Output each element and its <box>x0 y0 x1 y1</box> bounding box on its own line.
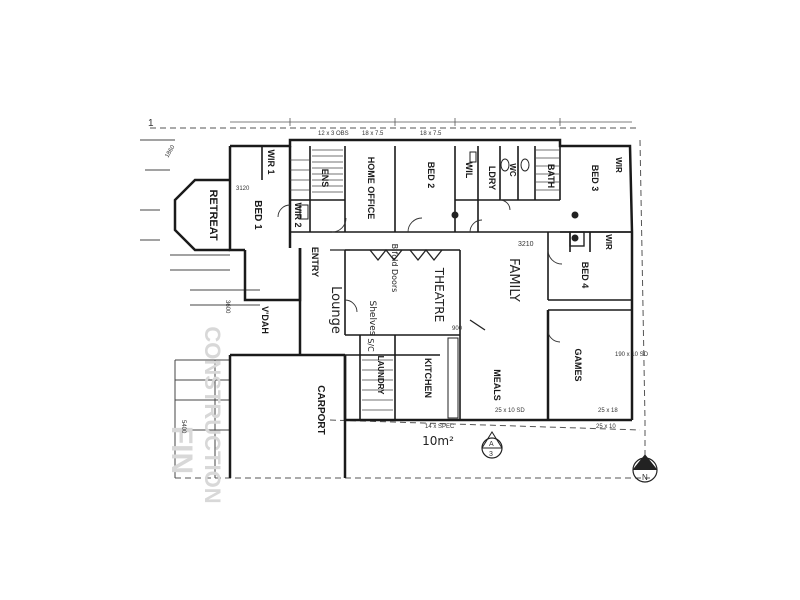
dim-12: 5400 <box>180 420 186 434</box>
label-vdah: V'DAH <box>260 306 270 334</box>
page-number: 1 <box>148 118 154 129</box>
dim-4: 18 x 7.5 <box>420 131 442 137</box>
label-kitchen: KITCHEN <box>423 358 433 398</box>
bench-lines <box>362 359 393 411</box>
dim-10: 3120 <box>236 186 250 192</box>
note-bifold-doors: Bifold Doors <box>390 244 399 293</box>
label-games: GAMES <box>573 348 583 381</box>
dim-1: 3210 <box>518 241 534 248</box>
north-label: N <box>642 473 648 482</box>
label-bed3: BED 3 <box>590 165 600 192</box>
label-wil: WIL <box>464 162 474 179</box>
label-wir-bed3: WIR <box>614 157 623 173</box>
note-area: 10m² <box>422 434 454 448</box>
label-home-office: HOME OFFICE <box>366 157 376 220</box>
label-lounge: Lounge <box>328 286 343 334</box>
section-letter: A <box>489 441 494 448</box>
label-bed4: BED 4 <box>580 262 590 289</box>
label-retreat: RETREAT <box>207 189 219 240</box>
north-arrow-icon: N <box>632 454 658 483</box>
label-wir1: WIR 1 <box>266 149 276 174</box>
label-wc: WC <box>508 163 517 177</box>
label-entry: ENTRY <box>310 247 320 277</box>
note-sc: S/C <box>366 338 375 352</box>
dim-11: 900 <box>452 326 463 332</box>
dim-8: 25 x 10 <box>596 424 616 430</box>
label-ldry: LDRY <box>487 166 497 190</box>
label-meals: MEALS <box>492 369 502 401</box>
dim-6: 25 x 18 <box>598 408 618 414</box>
label-bed1: BED 1 <box>252 200 263 230</box>
door-swings <box>277 199 563 343</box>
note-shelves: Shelves <box>367 300 377 335</box>
label-family: FAMILY <box>506 258 521 302</box>
dim-13: 3600 <box>224 300 230 314</box>
bathroom-tile-hatch <box>536 149 559 191</box>
handwritten-marks <box>330 248 486 331</box>
section-sheet: 3 <box>489 451 493 458</box>
dim-7: 14 x SPEC <box>425 424 455 430</box>
ensuite-tile-hatch <box>290 149 343 193</box>
label-carport: CARPORT <box>315 385 326 434</box>
exterior-walls <box>173 138 634 478</box>
label-bed2: BED 2 <box>426 162 436 189</box>
label-bath: BATH <box>546 164 556 188</box>
label-wir2: WIR 2 <box>293 202 303 227</box>
annotations: Bifold Doors Shelves S/C 10m² CONSTRUCTI… <box>165 244 454 504</box>
stamp-construction: CONSTRUCTION <box>200 326 225 503</box>
left-grid-ticks <box>140 139 260 478</box>
room-labels: RETREAT BED 1 WIR 1 WIR 2 ENS HOME OFFIC… <box>207 149 623 434</box>
dim-3: 18 x 7.5 <box>362 131 384 137</box>
fixtures <box>299 151 585 419</box>
label-ens: ENS <box>320 169 330 188</box>
section-marker: A 3 <box>481 431 503 459</box>
stamp-finish: FIN <box>165 426 198 474</box>
label-laundry: LAUNDRY <box>376 356 385 395</box>
dim-2: 12 x 3 OBS <box>318 131 349 137</box>
label-theatre: THEATRE <box>432 267 446 322</box>
dim-14: 190 x 10 SD <box>615 352 649 358</box>
label-wir-bed4: WIR <box>604 234 613 250</box>
top-dimension-line <box>230 118 632 126</box>
dim-5: 25 x 10 SD <box>495 408 525 414</box>
